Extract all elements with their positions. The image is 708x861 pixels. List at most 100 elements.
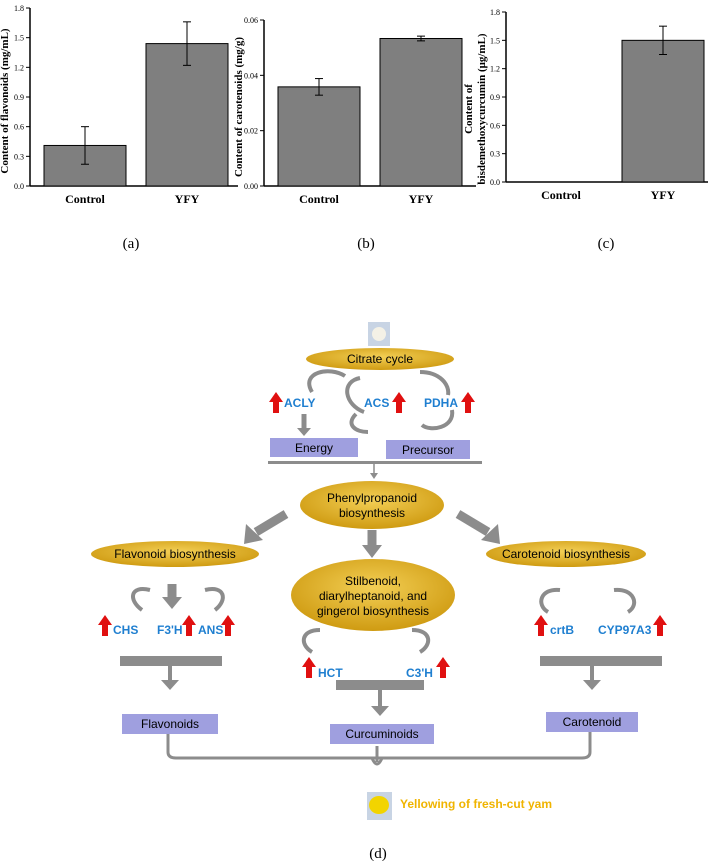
gene-acly: ACLY [269,392,316,413]
stilbenoid-label-1: Stilbenoid, [345,574,401,588]
flavonoid-biosynthesis-node [91,541,259,567]
carotenoid-biosynthesis-node [486,541,646,567]
branch-arrow-left-head [244,524,263,544]
y-tick-label-0-6: 1.8 [14,4,24,13]
y-tick-label-0-2: 0.6 [14,123,24,132]
up-arrow-icon [221,615,235,636]
phenylpropanoid-node [300,481,444,529]
y-tick-label-0-0: 0.0 [14,182,24,191]
gene-pdha-label: PDHA [424,396,458,410]
flavonoid-collector-bar [120,656,222,666]
y-tick-label-2-4: 1.2 [490,65,500,74]
phenylpropanoid-label-1: Phenylpropanoid [327,491,417,505]
y-tick-label-0-4: 1.2 [14,63,24,72]
up-arrow-icon [182,615,196,636]
stilbenoid-label-2: diarylheptanoid, and [319,589,427,603]
curcuminoids-box [330,724,434,744]
bar-2-1 [621,39,705,183]
panel-label-a: (a) [123,236,140,252]
gene-c3h-label: C3'H [406,666,433,680]
up-arrow-icon [392,392,406,413]
phenylpropanoid-label-2: biosynthesis [339,506,405,520]
y-tick-label-2-1: 0.3 [490,150,500,159]
gene-crtb-label: crtB [550,623,574,637]
up-arrow-icon [653,615,667,636]
yellowing-label: Yellowing of fresh-cut yam [400,797,552,811]
curved-arrow-pdha-top [419,370,451,396]
category-label-1-1: YFY [409,192,434,206]
y-tick-label-2-2: 0.6 [490,121,500,130]
up-arrow-icon [98,615,112,636]
curved-arrow-acs-bottom [349,412,369,434]
curved-arrow-c3h [411,628,431,654]
up-arrow-icon [461,392,475,413]
yam-yellow-spot [369,796,389,814]
branch-arrow-middle-head [362,545,382,558]
flavonoids-label: Flavonoids [141,717,199,731]
y-tick-label-2-6: 1.8 [490,8,500,17]
pathway-diagram: Citrate cycle ACLY ACS PDHA Energy Precu… [91,322,667,861]
flavonoid-biosynthesis-label: Flavonoid biosynthesis [114,547,235,561]
gene-acs-label: ACS [364,396,389,410]
connector-bar-top [268,461,482,464]
gene-cyp-label: CYP97A3 [598,623,652,637]
arrow-to-curcuminoids-head [371,706,389,716]
bar-1-0 [277,86,361,187]
citrate-cycle-label: Citrate cycle [347,352,413,366]
branch-arrow-left [253,510,289,536]
merge-bracket [166,732,592,760]
merge-bracket-tip [370,757,384,766]
curved-arrow-cyp [613,587,637,614]
energy-box [270,438,358,457]
category-label-0-1: YFY [175,192,200,206]
arrow-to-carotenoid-head [583,680,601,690]
y-axis-label-2-1: bisdemethoxycurcumin (μg/mL) [476,33,488,185]
category-label-0-0: Control [65,192,105,206]
carotenoid-collector-bar [540,656,662,666]
arrow-head-acly-energy [297,428,311,436]
panel-label-d: (d) [369,846,387,861]
y-tick-label-1-2: 0.04 [244,71,258,80]
category-label-2-1: YFY [651,188,676,202]
curved-arrow-ans [204,587,225,612]
curved-arrow-hct [301,628,321,654]
flavonoids-box [122,714,218,734]
curcuminoids-label: Curcuminoids [345,727,418,741]
y-tick-label-1-0: 0.00 [244,182,258,191]
up-arrow-icon [534,615,548,636]
precursor-label: Precursor [402,443,454,457]
sample-square-spot [372,327,386,341]
curved-arrow-crtb [539,587,561,614]
citrate-cycle-node [306,348,454,370]
branch-arrow-right [455,510,491,536]
curved-arrow-chs [131,587,151,612]
gene-hct-label: HCT [318,666,343,680]
arrow-f3h-head [162,597,182,609]
carotenoid-box [546,712,638,732]
bar-0-1 [145,43,229,187]
y-tick-label-2-5: 1.5 [490,36,500,45]
gene-pdha: PDHA [424,392,475,413]
arrow-to-flavonoids-head [161,680,179,690]
curved-arrow-pdha-bottom [420,409,455,431]
y-axis-label-0: Content of flavonoids (mg/mL) [0,28,11,173]
category-label-1-0: Control [299,192,339,206]
y-tick-label-1-3: 0.06 [244,16,258,25]
stilbenoid-node [291,559,455,631]
up-arrow-icon [269,392,283,413]
stilbenoid-label-3: gingerol biosynthesis [317,604,429,618]
branch-arrow-right-head [481,524,500,544]
y-tick-label-2-3: 0.9 [490,93,500,102]
y-tick-label-1-1: 0.02 [244,127,258,136]
gene-acly-label: ACLY [284,396,316,410]
precursor-box [386,440,470,459]
bar-1-1 [379,37,463,187]
up-arrow-icon [436,657,450,678]
gene-chs-label: CHS [113,623,138,637]
panel-label-b: (b) [357,236,375,252]
carotenoid-label: Carotenoid [563,715,622,729]
curcuminoid-collector-bar [336,680,424,690]
up-arrow-icon [302,657,316,678]
